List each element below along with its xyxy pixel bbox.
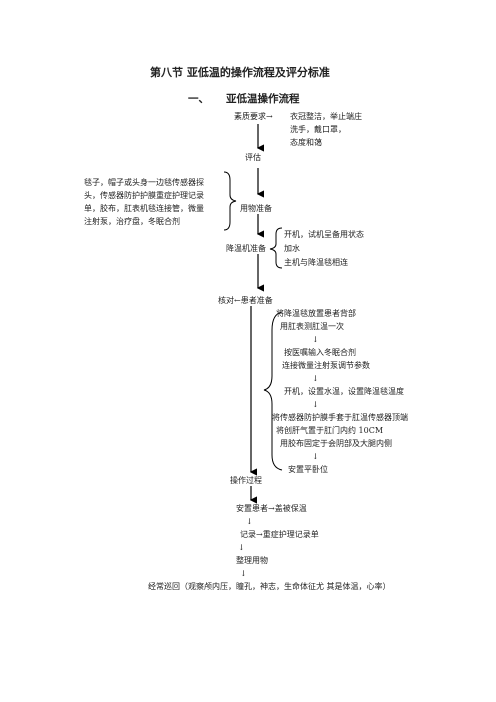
machine-item: 主机与降温毯相连	[284, 258, 348, 267]
down-arrow-glyph: ↓	[312, 452, 319, 461]
prep-item: 头，传感器防护护膜重症护理记录	[84, 191, 204, 200]
patient-step: 将传感器防护膜手套于肛温传感器顶端	[272, 413, 408, 422]
prep-item: 注射泵，治疗盘，冬眠合剂	[84, 217, 180, 226]
brace-prep	[223, 171, 237, 231]
patient-step: 用肛表测肛温一次	[280, 322, 344, 331]
patient-step: 开机，设置水温，设置降温毯温度	[284, 387, 404, 396]
quality-label: 素质要求→	[234, 112, 273, 121]
assess-label: 评估	[245, 153, 261, 162]
quality-item: 洗手，戴口罩，	[290, 125, 346, 134]
section-number: 一、	[188, 93, 209, 105]
down-arrow-glyph: ↓	[246, 517, 253, 526]
patient-step: 将降温毯放置患者背部	[276, 309, 356, 318]
down-arrow-glyph: ↓	[312, 400, 319, 409]
check-label: 核对←患者准备	[218, 296, 273, 305]
tidy-label: 整理用物	[236, 556, 268, 565]
patient-step: 将创肝气置于肛门内约 10CM	[276, 426, 384, 435]
machine-label: 降温机准备	[226, 244, 266, 253]
prep-item: 毯子，帽子或头身一边毯传感器探	[84, 178, 204, 187]
patient-step: 用胶布固定于会阴部及大腿内侧	[280, 439, 392, 448]
patrol-label: 经常巡回（观察颅内压，瞳孔，神志，生命体征尤 其是体温，心率）	[148, 582, 391, 591]
quality-item: 态度和蔼	[290, 138, 322, 147]
machine-item: 开机，试机呈备用状态	[284, 230, 364, 239]
patient-step: 安置平卧位	[288, 465, 328, 474]
down-arrow-glyph: ↓	[312, 335, 319, 344]
patient-step: 按医嘱输入冬眠合剂	[284, 348, 356, 357]
down-arrow-glyph: ↓	[240, 569, 247, 578]
down-arrow-glyph: ↓	[238, 543, 245, 552]
prep-item: 单，胶布，肛表机毯连接管，微量	[84, 204, 204, 213]
record-label: 记录→重症护理记录单	[240, 530, 319, 539]
place-label: 安置患者→盖被保温	[236, 504, 307, 513]
page-title: 第八节 亚低温的操作流程及评分标准	[150, 66, 330, 79]
brace-patient	[263, 311, 283, 471]
patient-step: 连接微量注射泵调节参数	[282, 361, 370, 370]
quality-item: 衣冠整洁，举止端庄	[290, 112, 362, 121]
process-label: 操作过程	[230, 476, 262, 485]
down-arrow-glyph: ↓	[312, 374, 319, 383]
brace-machine	[269, 227, 283, 269]
machine-item: 加水	[284, 244, 300, 253]
prep-label: 用物准备	[240, 204, 272, 213]
section-title: 亚低温操作流程	[226, 93, 300, 105]
